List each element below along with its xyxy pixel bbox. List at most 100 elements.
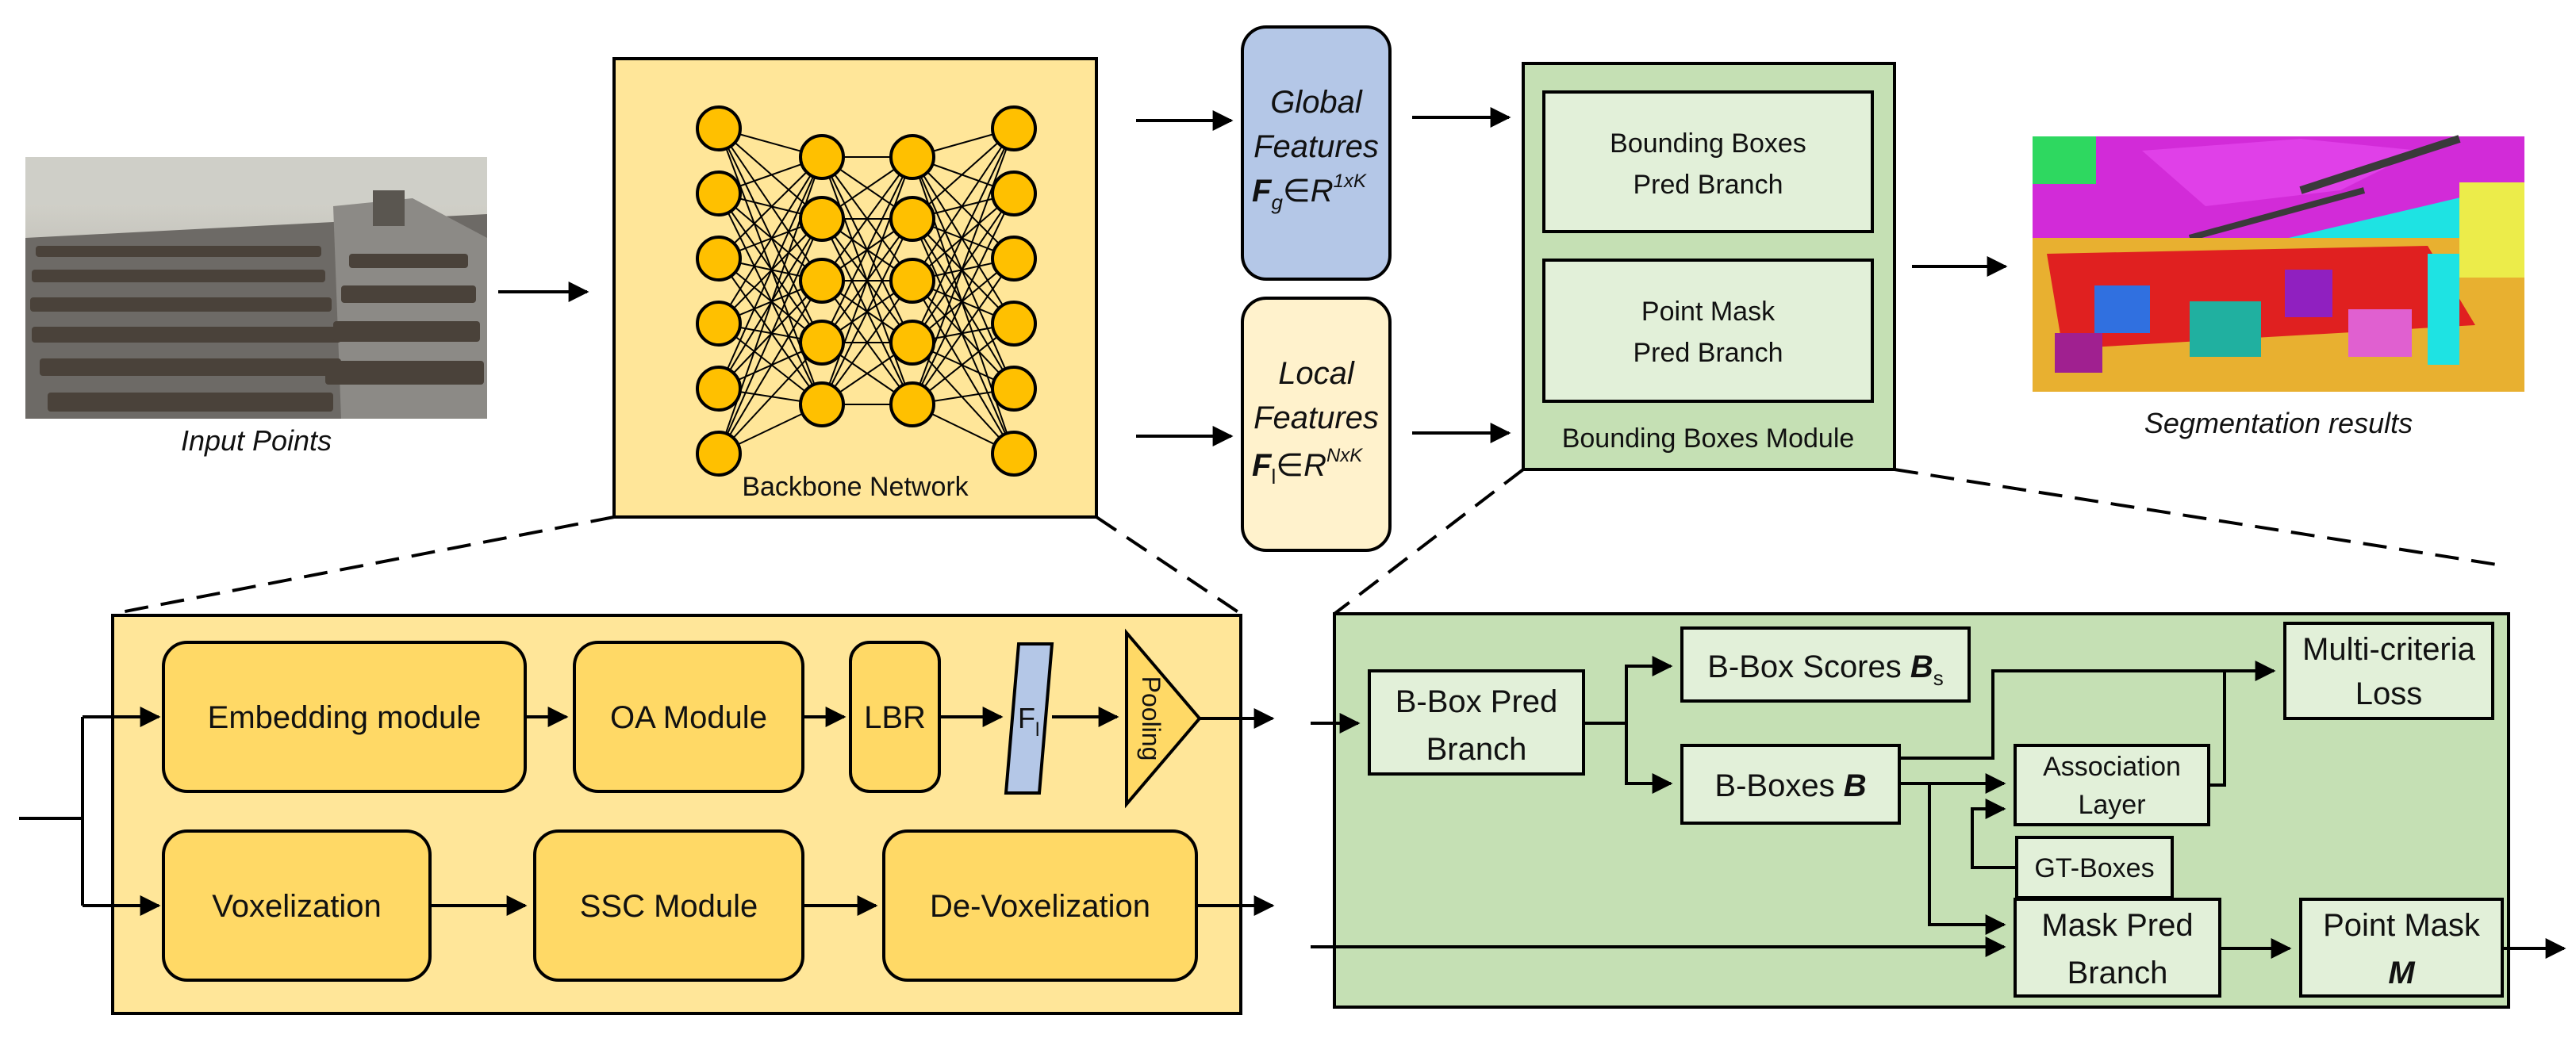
bbox-pred-box [1368, 669, 1585, 776]
nn-node [991, 431, 1037, 477]
bbox-pred-branch-box [1542, 90, 1874, 233]
nn-edge [821, 280, 913, 405]
lecture-hall-photo-icon [30, 246, 484, 412]
point-mask-label-1: Point Mask [2323, 908, 2481, 943]
arrow-bboxes-to-loss [1899, 661, 2276, 760]
fl-feature-box [1004, 642, 1054, 795]
input-points-label: Input Points [181, 424, 332, 457]
nn-edge [718, 128, 823, 405]
zoom-line-right-1 [1333, 468, 1525, 615]
nn-edge [912, 128, 1015, 405]
point-mask-pred-branch-label-1: Point Mask [1641, 297, 1776, 327]
pooling-label: Pooling [1137, 676, 1165, 761]
nn-edge [718, 258, 823, 405]
nn-node [696, 170, 742, 216]
local-features-box [1241, 297, 1392, 552]
bbox-pred-label-2: Branch [1426, 732, 1527, 767]
arrow-bboxes-to-mask-pred [1928, 783, 2006, 935]
nn-node [696, 236, 742, 282]
oa-module-label: OA Module [610, 700, 767, 735]
line-association-to-loss [2209, 671, 2226, 787]
voxelization-label: Voxelization [212, 889, 381, 924]
bbox-scores-box [1680, 626, 1971, 703]
nn-edge [718, 218, 823, 454]
nn-node [889, 196, 935, 242]
fl-feature-label: Fl [1018, 702, 1039, 741]
multi-criteria-loss-label-2: Loss [2355, 676, 2423, 711]
nn-edge [718, 156, 823, 324]
global-features-box [1241, 25, 1392, 281]
nn-edge [718, 342, 823, 454]
input-points-image [25, 157, 487, 419]
de-voxelization-label: De-Voxelization [930, 889, 1150, 924]
arrow-to-bboxes [1625, 723, 1673, 794]
pooling-triangle [1125, 628, 1202, 809]
bboxes-box [1680, 744, 1901, 825]
local-features-formula: Fl∈RNxK [1252, 445, 1363, 488]
nn-node [991, 236, 1037, 282]
nn-node [799, 134, 845, 180]
nn-node [799, 381, 845, 427]
mask-pred-box [2014, 898, 2221, 998]
point-mask-box [2299, 898, 2504, 998]
local-features-label-2: Features [1253, 400, 1379, 435]
bounding-boxes-module-label: Bounding Boxes Module [1562, 423, 1855, 454]
association-layer-box [2014, 744, 2210, 826]
nn-node [696, 105, 742, 151]
point-mask-pred-branch-box [1542, 259, 1874, 403]
segmentation-results-label: Segmentation results [2144, 407, 2413, 439]
nn-edge [718, 193, 823, 343]
point-mask-pred-branch-label-2: Pred Branch [1634, 338, 1783, 368]
nn-edge [718, 128, 823, 343]
nn-edge [912, 218, 1015, 324]
nn-node [696, 431, 742, 477]
bbox-pred-branch-label-2: Pred Branch [1634, 170, 1783, 200]
gt-boxes-label: GT-Boxes [2034, 853, 2154, 883]
bbox-scores-label: B-Box Scores Bs [1707, 649, 1944, 690]
bbox-pred-branch-label-1: Bounding Boxes [1610, 128, 1806, 159]
nn-edge [912, 128, 1015, 282]
nn-node [696, 366, 742, 412]
nn-node [889, 134, 935, 180]
bbox-pred-label-1: B-Box Pred [1395, 684, 1558, 719]
nn-edge [718, 156, 823, 389]
ssc-module-label: SSC Module [580, 889, 758, 924]
global-features-formula: Fg∈R1xK [1252, 170, 1367, 214]
multi-criteria-loss-label-1: Multi-criteria [2302, 632, 2476, 667]
nn-edge [912, 128, 1015, 343]
nn-edge [718, 156, 823, 259]
nn-edge [821, 156, 913, 282]
global-features-label-2: Features [1253, 129, 1379, 164]
nn-node [991, 105, 1037, 151]
embedding-module-label: Embedding module [208, 700, 482, 735]
nn-edge [912, 156, 1015, 389]
segmentation-result-image-icon [2033, 135, 2524, 392]
backbone-network-label: Backbone Network [742, 472, 969, 502]
nn-edge [912, 218, 1015, 454]
arrow-to-bbox-scores [1584, 656, 1673, 725]
nn-edge [821, 156, 913, 405]
nn-node [696, 301, 742, 347]
global-features-label-1: Global [1270, 85, 1363, 120]
nn-edge [912, 156, 1015, 324]
nn-edge [718, 128, 823, 282]
lbr-label: LBR [864, 700, 926, 735]
zoom-line-left-2 [1095, 515, 1242, 615]
nn-edge [912, 258, 1015, 405]
zoom-line-right-2 [1894, 468, 2508, 568]
nn-edge [912, 193, 1015, 405]
nn-edge [912, 280, 1015, 454]
nn-node [889, 381, 935, 427]
multi-criteria-loss-box [2283, 622, 2494, 720]
nn-node [799, 320, 845, 366]
nn-node [889, 258, 935, 304]
nn-node [991, 170, 1037, 216]
nn-node [991, 366, 1037, 412]
point-mask-label-2: M [2388, 956, 2416, 990]
nn-edge [912, 156, 1015, 259]
nn-node [799, 258, 845, 304]
nn-node [799, 196, 845, 242]
mask-pred-label-1: Mask Pred [2041, 908, 2193, 943]
nn-node [889, 320, 935, 366]
